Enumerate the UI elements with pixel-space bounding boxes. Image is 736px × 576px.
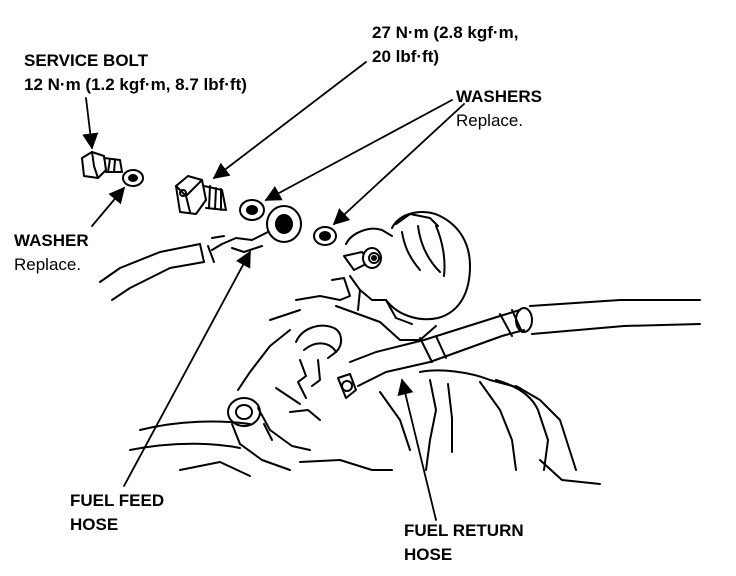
mounting-bracket	[237, 324, 342, 405]
washer-lower	[313, 226, 337, 246]
fuel-feed-hose-label-line2: HOSE	[70, 515, 119, 534]
banjo-bolt-arrow	[212, 61, 367, 179]
banjo-bolt-torque-line1: 27 N·m (2.8 kgf·m,	[372, 23, 519, 42]
washers-arrow-upper	[264, 99, 453, 201]
washer-upper	[239, 199, 265, 221]
banjo-bolt-torque-line2: 20 lbf·ft)	[372, 47, 440, 66]
washer-note: Replace.	[14, 255, 82, 274]
fuel-feed-hose-tube	[99, 243, 205, 301]
washer-label: WASHER	[14, 231, 89, 250]
banjo-bolt	[175, 175, 227, 215]
washers-note: Replace.	[456, 111, 524, 130]
washers-arrow-lower	[332, 103, 465, 226]
washer-single	[122, 169, 144, 187]
service-bolt-torque: 12 N·m (1.2 kgf·m, 8.7 lbf·ft)	[24, 75, 247, 94]
fuel-return-hose-tube	[337, 299, 701, 399]
fuel-feed-hose-label-line1: FUEL FEED	[70, 491, 165, 510]
banjo-fitting	[199, 205, 302, 263]
fuel-filter	[331, 211, 471, 341]
fuel-feed-hose-arrow	[123, 250, 251, 487]
engine-body	[129, 295, 601, 485]
service-bolt-label: SERVICE BOLT	[24, 51, 149, 70]
service-bolt	[81, 151, 123, 179]
hose-fitting-lower	[227, 397, 321, 471]
fuel-return-hose-label-line2: HOSE	[404, 545, 453, 564]
callout-arrows	[82, 61, 465, 521]
washer-arrow	[91, 186, 126, 227]
washers-label: WASHERS	[456, 87, 542, 106]
service-bolt-arrow	[82, 97, 99, 150]
fuel-return-hose-arrow	[397, 378, 437, 521]
fuel-return-hose-label-line1: FUEL RETURN	[404, 521, 524, 540]
